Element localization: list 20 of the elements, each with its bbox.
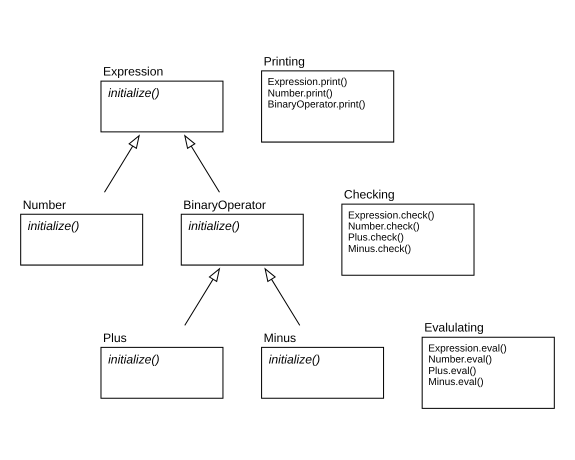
node-box: initialize() [180, 213, 304, 266]
node-label: Minus [264, 330, 296, 344]
node-box: Expression.eval() Number.eval() Plus.eval() Minus.eval() [422, 336, 555, 408]
node-box: initialize() [20, 213, 144, 266]
arrow [104, 134, 140, 192]
node-label: Number [22, 197, 66, 212]
node-label: Evalulating [424, 320, 484, 334]
node-box: initialize() [100, 80, 224, 132]
node-label: Checking [344, 187, 395, 202]
node-box: Expression.check() Number.check() Plus.check() Minus.check() [341, 203, 475, 276]
arrow [184, 267, 220, 326]
node-label: Printing [264, 54, 305, 68]
node-box: Expression.print() Number.print() BinaryOperator.print() [261, 70, 394, 142]
node-box: initialize() [261, 346, 384, 398]
arrow [184, 134, 220, 192]
node-box: initialize() [100, 346, 224, 398]
arrow [264, 267, 300, 326]
node-label: Expression [103, 64, 164, 78]
node-label: Plus [103, 330, 127, 344]
node-label: BinaryOperator [183, 197, 266, 212]
